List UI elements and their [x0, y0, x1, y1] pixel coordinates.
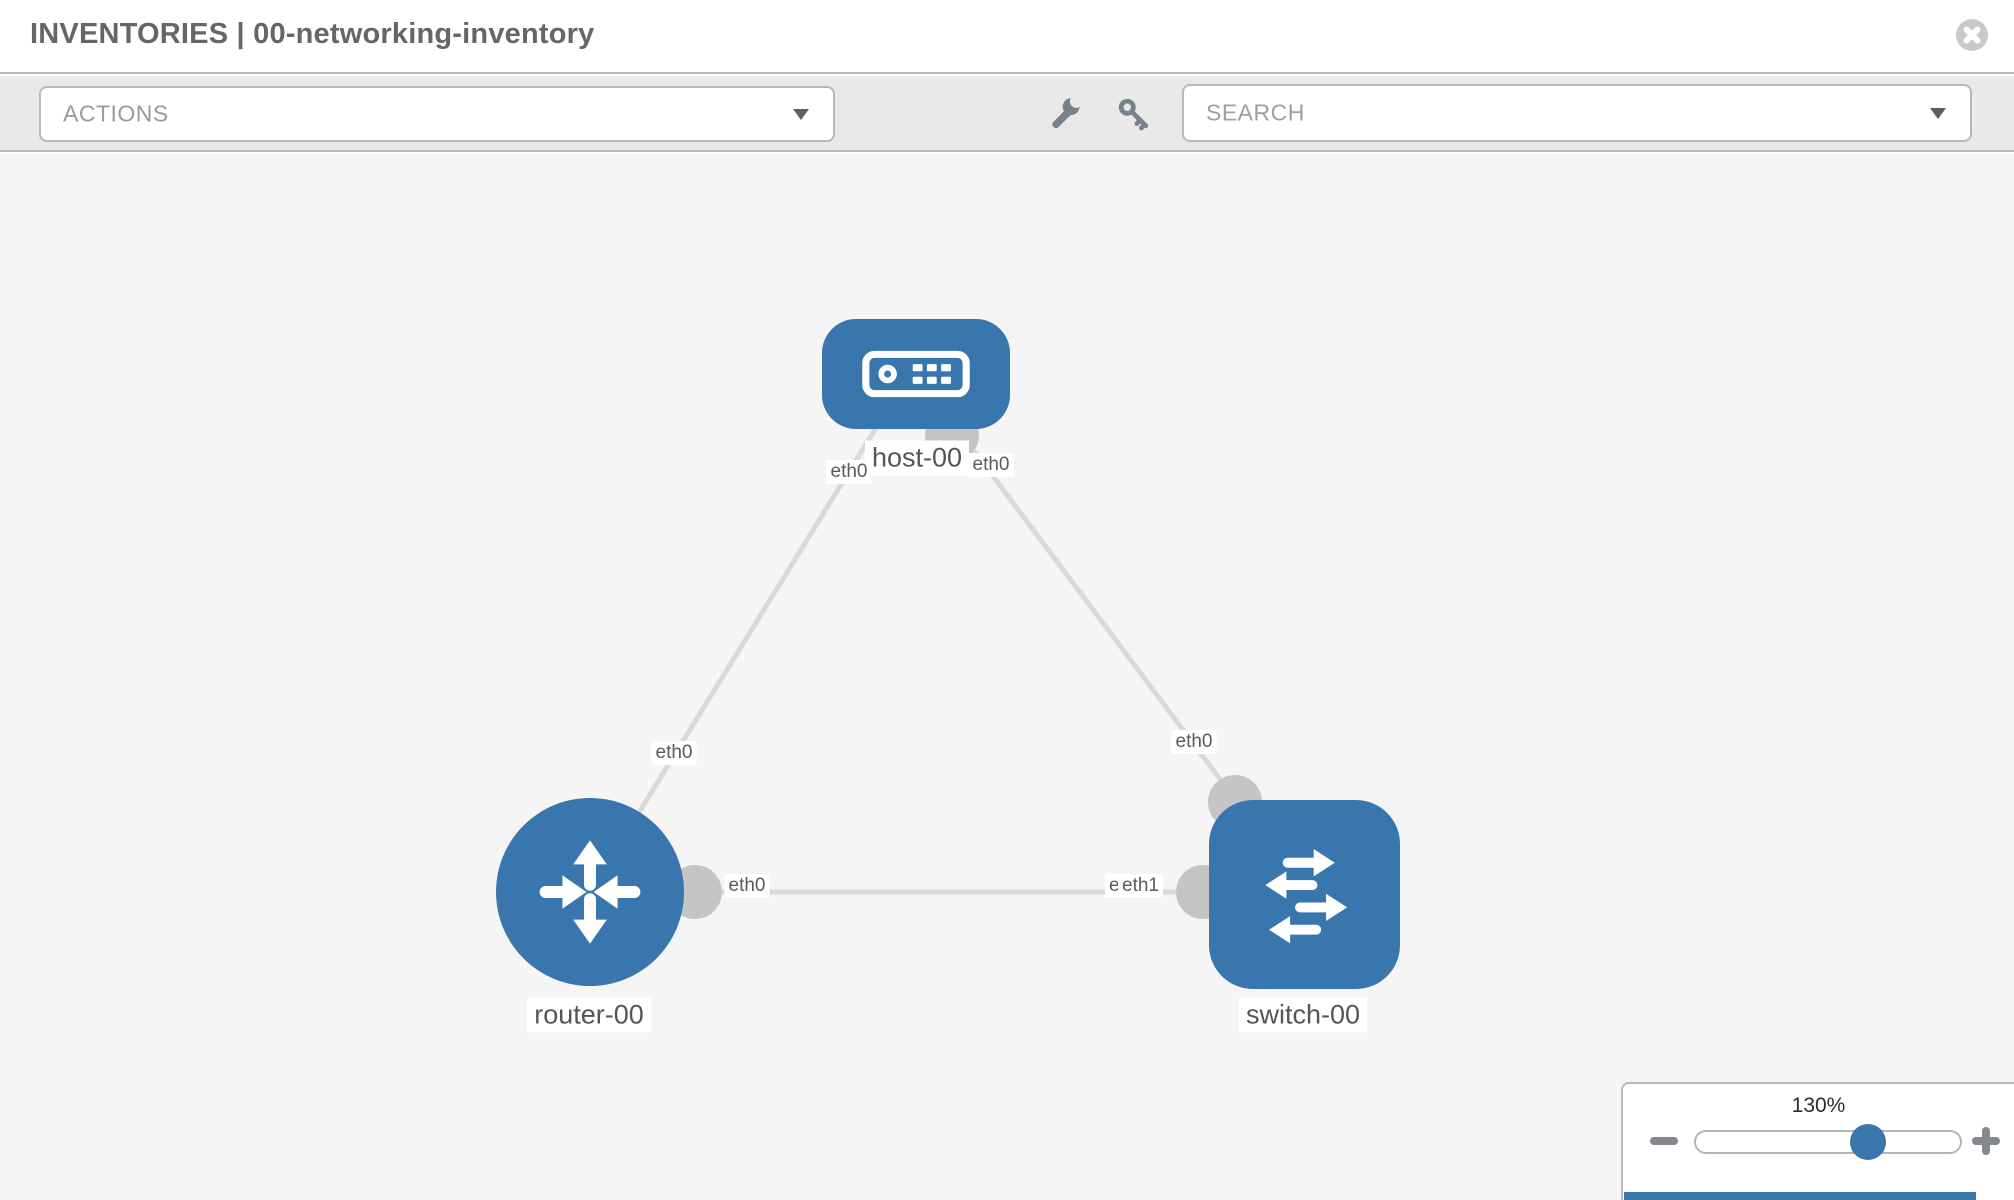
breadcrumb-separator: |	[236, 18, 245, 50]
topology-canvas[interactable]: host-00 router-00 switch-00 eth0 eth0 et…	[0, 154, 2014, 1200]
iface-label-host-right: eth0	[968, 453, 1014, 477]
actions-dropdown[interactable]: ACTIONS	[39, 86, 835, 142]
iface-label-router-right: eth0	[724, 874, 770, 898]
bottom-blue-strip	[1624, 1192, 1976, 1200]
inventory-name: 00-networking-inventory	[253, 18, 595, 50]
key-icon[interactable]	[1116, 96, 1152, 132]
iface-label-host-switch-link: eth0	[1171, 730, 1217, 754]
node-label-router: router-00	[527, 997, 651, 1033]
actions-dropdown-label: ACTIONS	[63, 100, 169, 127]
chevron-down-icon	[1930, 108, 1946, 119]
search-dropdown-label: SEARCH	[1206, 99, 1305, 126]
zoom-out-minus-icon[interactable]	[1650, 1137, 1678, 1145]
iface-label-switch-eth1: eth1	[1118, 874, 1163, 897]
toolbar: ACTIONS SEARCH	[0, 76, 2014, 152]
iface-label-router-host-link: eth0	[651, 741, 697, 765]
iface-label-host-left: eth0	[826, 460, 872, 484]
node-router-00[interactable]	[496, 798, 684, 986]
zoom-level-value: 130%	[1791, 1094, 1846, 1117]
zoom-panel: 130%	[1621, 1082, 2014, 1200]
node-host-00[interactable]	[822, 319, 1010, 429]
node-label-switch: switch-00	[1238, 997, 1368, 1033]
links-layer	[587, 387, 1262, 919]
search-dropdown[interactable]: SEARCH	[1182, 84, 1972, 142]
page-title: INVENTORIES | 00-networking-inventory	[30, 18, 595, 51]
wrench-icon[interactable]	[1048, 95, 1084, 132]
zoom-slider-handle[interactable]	[1850, 1124, 1886, 1160]
header-bar: INVENTORIES | 00-networking-inventory	[0, 0, 2014, 74]
link-host-switch[interactable]	[945, 414, 1255, 824]
close-icon[interactable]	[1956, 19, 1988, 51]
switch-arrows-icon	[1264, 848, 1347, 943]
node-label-host: host-00	[864, 440, 970, 476]
chevron-down-icon	[793, 109, 809, 120]
router-arrows-icon	[539, 840, 641, 944]
zoom-slider-track[interactable]	[1694, 1124, 1962, 1160]
zoom-in-plus-icon[interactable]	[1972, 1127, 2000, 1155]
node-switch-00[interactable]	[1209, 800, 1400, 989]
breadcrumb-section: INVENTORIES	[30, 18, 229, 50]
server-icon	[862, 350, 970, 398]
